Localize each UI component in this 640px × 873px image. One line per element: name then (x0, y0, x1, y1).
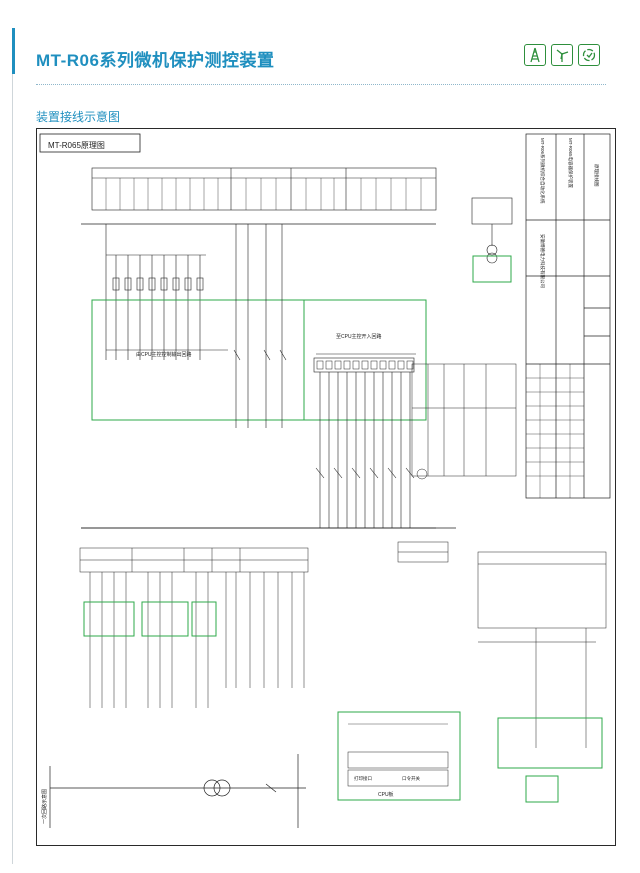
title-product: MT-R065电容器保护装置 (567, 138, 574, 189)
diagram-label-box (39, 133, 141, 153)
instrument-area (471, 197, 513, 264)
binary-input-row (313, 353, 416, 528)
cpu-output-box (91, 299, 427, 421)
input-switches (315, 467, 415, 479)
primary-circuit-label: 一次回路示意图 (41, 789, 48, 824)
wiring-diagram: 由CPU主控控制输出回路 至CPU主控开入回路 (39, 133, 611, 828)
measurement-tables (79, 541, 449, 573)
header-divider (36, 84, 606, 85)
title-drawing: 原理接线图 (593, 164, 600, 187)
relay-output-group (105, 224, 228, 360)
instrument-green-box (472, 255, 512, 283)
right-lower-green-boxes (497, 717, 603, 803)
primary-circuit (49, 754, 306, 828)
accent-bar (12, 28, 15, 74)
title-block (525, 133, 611, 499)
output-terminal-table (91, 167, 437, 211)
accent-line (12, 74, 13, 864)
cpu-board-label: CPU板 (378, 791, 394, 798)
drawing-frame (36, 128, 616, 846)
logo-group (524, 44, 600, 66)
recycle-icon (578, 44, 600, 66)
cpu-board (337, 711, 461, 801)
ct-green-boxes (83, 601, 217, 637)
tower-icon (524, 44, 546, 66)
cpu-input-label: 至CPU主控开入回路 (336, 333, 382, 340)
settings-table (411, 363, 517, 480)
print-port-label: 打印接口 (354, 775, 372, 782)
diagram-label: MT-R065原理图 (48, 141, 105, 150)
ct-circuits (89, 572, 305, 708)
switch-columns (233, 224, 287, 428)
cpu-relay-label: 由CPU主控控制输出回路 (136, 351, 192, 358)
wind-turbine-icon (551, 44, 573, 66)
section-title: 装置接线示意图 (36, 110, 121, 124)
page-title: MT-R06系列微机保护测控装置 (36, 51, 275, 70)
title-company: 安徽博德电力科技有限公司 (539, 234, 546, 288)
right-lower-circuit (477, 551, 607, 748)
password-switch-label: 口令开关 (402, 775, 420, 782)
title-product-line: MT-R06系列微机综合自动化系统 (539, 138, 546, 204)
